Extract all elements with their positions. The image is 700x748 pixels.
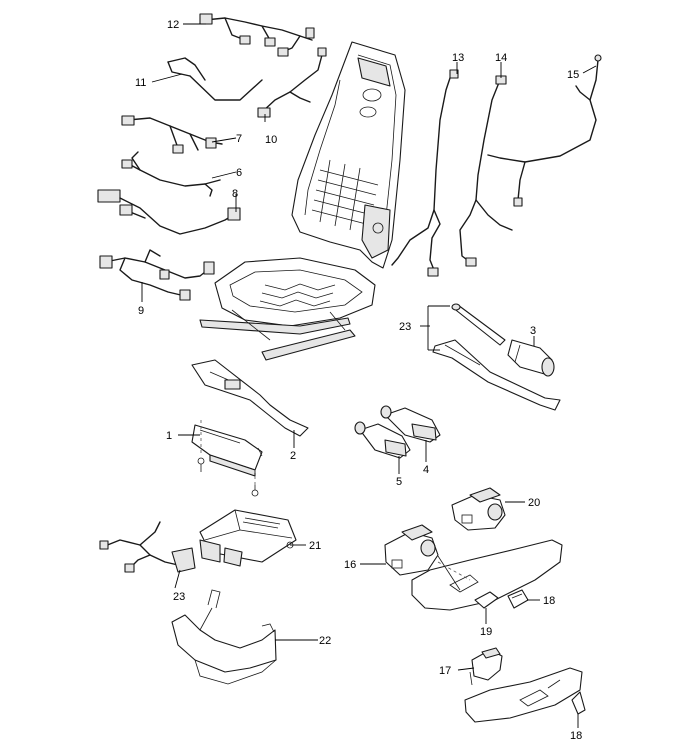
wiring-harness-6 xyxy=(121,151,221,197)
motor-4 xyxy=(380,405,441,443)
airbag-control-unit-21 xyxy=(199,509,297,567)
callout-4: 4 xyxy=(423,464,429,476)
switch-17 xyxy=(469,647,503,686)
callout-17: 17 xyxy=(439,665,451,677)
callout-16: 16 xyxy=(344,559,356,571)
callout-11: 11 xyxy=(135,77,146,89)
wiring-harness-23-lower xyxy=(99,521,196,573)
callout-6: 6 xyxy=(236,167,242,179)
wiring-harness-8 xyxy=(97,189,241,235)
trim-cap-19 xyxy=(474,591,499,609)
wiring-harness-7 xyxy=(121,115,223,154)
trim-ring-18-lower xyxy=(571,691,586,715)
callout-18-lower: 18 xyxy=(570,730,582,742)
callout-8: 8 xyxy=(232,188,238,200)
callout-14: 14 xyxy=(495,52,507,64)
seat-side-trim-upper xyxy=(411,539,563,611)
callout-5: 5 xyxy=(396,476,402,488)
wiring-harness-11 xyxy=(167,57,263,101)
bracket-22 xyxy=(171,589,277,685)
callout-13: 13 xyxy=(452,52,464,64)
callout-20: 20 xyxy=(528,497,540,509)
control-unit-1 xyxy=(191,420,263,497)
callout-19: 19 xyxy=(480,626,492,638)
leader-lines xyxy=(141,23,597,728)
wiring-harness-14 xyxy=(459,75,513,267)
callout-numbers: 12 11 10 7 6 8 9 13 14 15 23 3 1 2 4 5 2… xyxy=(135,19,582,742)
callout-10: 10 xyxy=(265,134,277,146)
callout-18-upper: 18 xyxy=(543,595,555,607)
switch-assembly-16 xyxy=(384,524,439,576)
wiring-harness-10 xyxy=(257,47,327,118)
motor-5 xyxy=(354,421,411,459)
wiring-harness-12 xyxy=(199,13,315,57)
motor-3 xyxy=(507,339,555,377)
callout-7: 7 xyxy=(236,133,242,145)
seat-frame xyxy=(199,41,406,361)
wiring-harness-9 xyxy=(99,249,215,301)
bracket-2 xyxy=(191,359,309,437)
callout-15: 15 xyxy=(567,69,579,81)
switch-assembly-20 xyxy=(451,487,506,531)
trim-ring-18-upper xyxy=(507,589,529,609)
callout-12: 12 xyxy=(167,19,179,31)
callout-23-lower: 23 xyxy=(173,591,185,603)
callout-1: 1 xyxy=(166,430,172,442)
tube-assembly-23 xyxy=(432,303,561,411)
wiring-harness-13 xyxy=(391,69,459,277)
callout-21: 21 xyxy=(309,540,321,552)
callout-2: 2 xyxy=(290,450,296,462)
callout-9: 9 xyxy=(138,305,144,317)
seat-side-trim-lower xyxy=(464,667,583,723)
wiring-harness-15 xyxy=(487,54,602,207)
callout-22: 22 xyxy=(319,635,331,647)
callout-23-upper: 23 xyxy=(399,321,411,333)
callout-3: 3 xyxy=(530,325,536,337)
